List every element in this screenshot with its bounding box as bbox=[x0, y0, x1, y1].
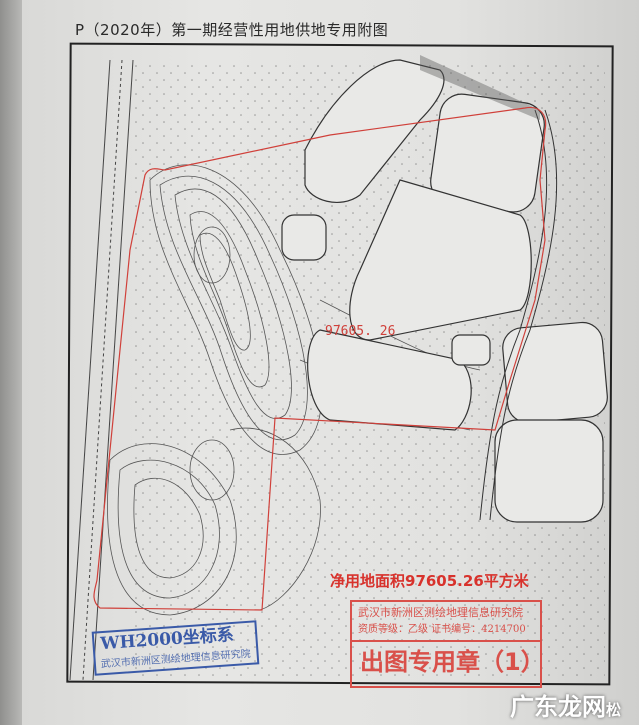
stamp-red-line2: 资质等级：乙级 证书编号：4214700 bbox=[358, 624, 526, 635]
stamp-red-line1: 武汉市新洲区测绘地理信息研究院 bbox=[358, 606, 523, 619]
contour-lines bbox=[107, 164, 481, 616]
watermark-suffix: 松 bbox=[606, 701, 622, 719]
stamp-blue-line1: WH2000坐标系 bbox=[99, 624, 235, 655]
survey-institute-stamp: 武汉市新洲区测绘地理信息研究院 资质等级：乙级 证书编号：4214700 出图专… bbox=[350, 600, 545, 688]
road-left bbox=[69, 59, 134, 681]
watermark-main: 广东龙网 bbox=[510, 693, 606, 721]
parcel-area-label: 97605. 26 bbox=[325, 324, 396, 339]
net-land-area-label: 净用地面积97605.26平方米 bbox=[330, 572, 529, 590]
watermark: 广东龙网松 bbox=[510, 693, 621, 724]
parcel-boundary bbox=[93, 106, 547, 611]
road-right bbox=[479, 109, 558, 521]
embankment-hatching bbox=[420, 55, 540, 120]
ponds bbox=[281, 59, 608, 523]
stamp-red-line3: 出图专用章（1） bbox=[360, 648, 545, 676]
document-title: P（2020年）第一期经营性用地供地专用附图 bbox=[75, 21, 389, 39]
stamp-divider bbox=[352, 640, 540, 642]
